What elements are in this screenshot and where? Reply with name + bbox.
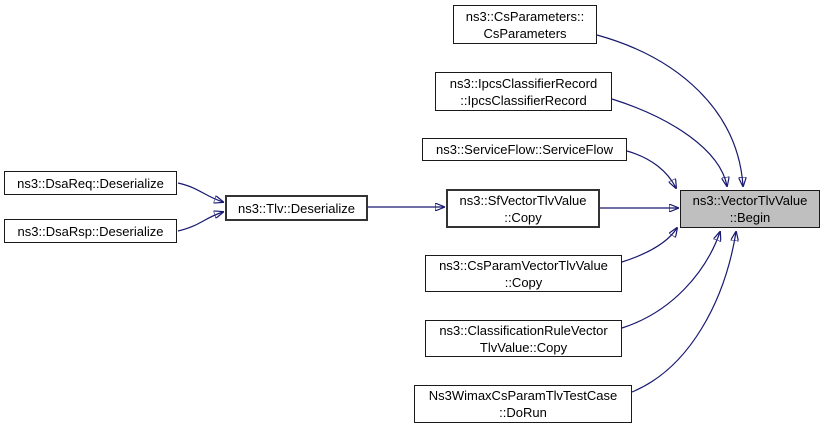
edge-csparamvector-to-target	[621, 228, 677, 263]
node-label: ::DoRun	[499, 405, 547, 420]
edge-classrule-to-target	[621, 232, 720, 329]
node-label: TlvValue::Copy	[479, 339, 568, 355]
node-label: ns3::SfVectorTlvValue	[459, 192, 587, 208]
node-label: ::Copy	[504, 209, 542, 225]
node-label: ns3::CsParamVectorTlvValue	[439, 257, 608, 273]
edge-dsarsp-to-tlv	[177, 212, 223, 232]
node-serviceflow-constructor[interactable]: ns3::ServiceFlow::ServiceFlow	[422, 138, 627, 161]
edge-csparameters-to-target	[596, 34, 743, 186]
node-tlv-deserialize[interactable]: ns3::Tlv::Deserialize	[225, 195, 368, 221]
node-label: ns3::DsaRsp::Deserialize	[17, 223, 164, 239]
edge-ipcs-to-target	[611, 98, 727, 186]
node-label: ns3::IpcsClassifierRecord	[449, 75, 598, 91]
node-csparamvectortlvvalue-copy[interactable]: ns3::CsParamVectorTlvValue ::Copy	[425, 255, 622, 292]
node-label: ::Begin	[729, 210, 771, 225]
node-label: ns3::ServiceFlow::ServiceFlow	[436, 142, 613, 157]
node-dsareq-deserialize[interactable]: ns3::DsaReq::Deserialize	[4, 171, 177, 195]
node-classificationrulevectortlvvalue-copy[interactable]: ns3::ClassificationRuleVector TlvValue::…	[425, 320, 622, 357]
node-label: ns3::Tlv::Deserialize	[237, 200, 356, 216]
edge-testcase-to-target	[631, 232, 736, 393]
node-label: Ns3WimaxCsParamTlvTestCase	[428, 388, 618, 403]
node-label: ::Copy	[504, 274, 543, 290]
node-ipcsclassifierrecord-constructor[interactable]: ns3::IpcsClassifierRecord ::IpcsClassifi…	[435, 72, 612, 111]
edge-dsareq-to-tlv	[177, 182, 223, 202]
node-label: ns3::CsParameters::	[465, 8, 585, 24]
node-csparameters-constructor[interactable]: ns3::CsParameters:: CsParameters	[453, 5, 597, 44]
node-label: ns3::ClassificationRuleVector	[439, 322, 608, 338]
node-dsarsp-deserialize[interactable]: ns3::DsaRsp::Deserialize	[4, 219, 177, 243]
edge-serviceflow-to-target	[626, 150, 676, 188]
node-ns3wimaxcsparamtlvtestcase-dorun[interactable]: Ns3WimaxCsParamTlvTestCase ::DoRun	[414, 385, 632, 423]
node-vectortlvvalue-begin-target: ns3::VectorTlvValue ::Begin	[680, 190, 820, 228]
node-label: ns3::DsaReq::Deserialize	[17, 175, 164, 191]
node-label: ns3::VectorTlvValue	[692, 193, 808, 208]
node-label: ::IpcsClassifierRecord	[460, 92, 587, 108]
node-label: CsParameters	[483, 25, 567, 41]
node-sfvectortlvvalue-copy[interactable]: ns3::SfVectorTlvValue ::Copy	[446, 189, 600, 228]
